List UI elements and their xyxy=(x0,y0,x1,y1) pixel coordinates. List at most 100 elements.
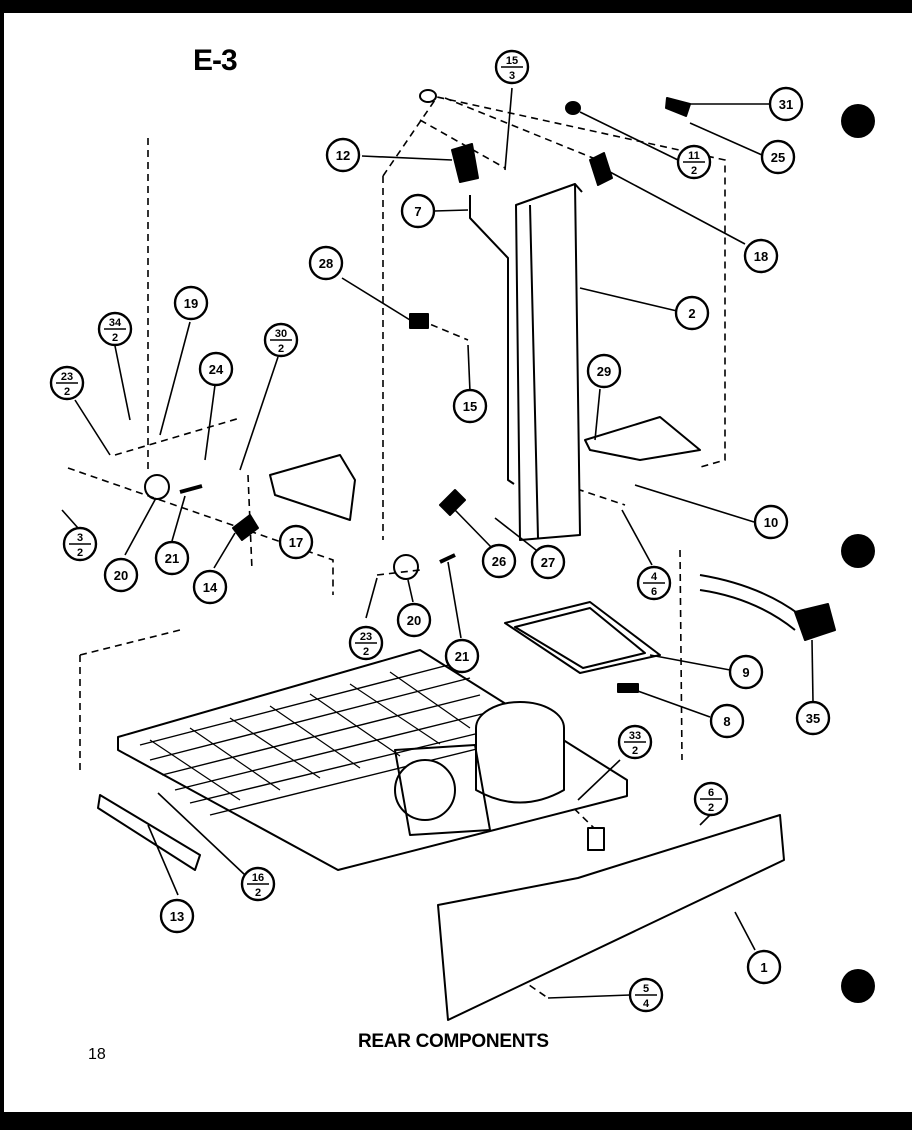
callout-part-number: 5 xyxy=(643,983,649,995)
scan-border-bottom xyxy=(0,1112,912,1130)
wheel-left-part xyxy=(144,474,170,500)
leader-34-2 xyxy=(114,345,131,421)
callout-part-number: 10 xyxy=(764,515,778,530)
leader-28 xyxy=(419,319,469,341)
callout-part-number: 33 xyxy=(629,730,641,742)
callout-part-number: 9 xyxy=(742,665,749,680)
leader-15-3-solid xyxy=(504,87,513,171)
leader-12 xyxy=(361,155,453,161)
callout-15-over-3: 153 xyxy=(494,49,530,85)
callout-part-number: 30 xyxy=(275,328,287,340)
callout-quantity: 2 xyxy=(632,745,638,757)
leader-11-2-solid xyxy=(579,111,679,161)
binder-holes xyxy=(841,104,875,1003)
callout-3-over-2: 32 xyxy=(62,526,98,562)
callout-circle xyxy=(159,898,195,934)
callout-30-over-2: 302 xyxy=(263,322,299,358)
callout-quantity: 3 xyxy=(509,70,515,82)
leader-4-6-solid xyxy=(621,509,653,566)
callout-14: 14 xyxy=(192,569,228,605)
callout-part-number: 26 xyxy=(492,554,506,569)
callout-33-over-2: 332 xyxy=(617,724,653,760)
callout-circle xyxy=(795,700,831,736)
leader-16-2 xyxy=(157,792,246,876)
leader-8 xyxy=(634,689,711,718)
callout-part-number: 34 xyxy=(109,317,122,329)
leader-21-center xyxy=(447,561,462,639)
callout-21-center: 21 xyxy=(444,638,480,674)
callout-8: 8 xyxy=(709,703,745,739)
callout-part-number: 27 xyxy=(541,555,555,570)
callout-part-number: 17 xyxy=(289,535,303,550)
callout-part-number: 28 xyxy=(319,256,333,271)
callout-circle xyxy=(674,295,710,331)
callout-35: 35 xyxy=(795,700,831,736)
callout-13: 13 xyxy=(159,898,195,934)
callout-circle xyxy=(452,388,488,424)
valve-18-part xyxy=(589,152,613,186)
callout-quantity: 2 xyxy=(112,332,118,344)
binder-hole xyxy=(841,104,875,138)
callout-4-over-6: 46 xyxy=(636,565,672,601)
callout-circle xyxy=(481,543,517,579)
callout-circle xyxy=(743,238,779,274)
leader-20-left xyxy=(124,497,157,556)
callout-quantity: 2 xyxy=(708,802,714,814)
callout-part-number: 18 xyxy=(754,249,768,264)
leader-6-2 xyxy=(699,814,711,826)
callout-circle xyxy=(400,193,436,229)
callout-quantity: 4 xyxy=(643,998,650,1010)
evaporator-cover-part xyxy=(515,183,583,541)
leader-23-center xyxy=(376,569,421,576)
leader-23-2-left xyxy=(74,399,111,456)
callout-25: 25 xyxy=(760,139,796,175)
callout-circle xyxy=(760,139,796,175)
leader-14 xyxy=(213,532,236,569)
cabinet-back-outline xyxy=(382,96,726,540)
callout-part-number: 12 xyxy=(336,148,350,163)
callout-part-number: 2 xyxy=(688,306,695,321)
bracket-8-part xyxy=(617,683,639,693)
screw-31-part xyxy=(665,97,691,117)
callout-part-number: 31 xyxy=(779,97,793,112)
leader-28-solid xyxy=(341,277,411,321)
sheet-title: E-3 xyxy=(193,44,238,77)
leader-5-4-solid xyxy=(547,994,631,999)
callout-9: 9 xyxy=(728,654,764,690)
callout-circle xyxy=(530,544,566,580)
callout-quantity: 2 xyxy=(691,165,697,177)
diagram-caption: REAR COMPONENTS xyxy=(358,1031,549,1052)
leader-18 xyxy=(609,171,746,245)
binder-hole xyxy=(841,969,875,1003)
callout-part-number: 15 xyxy=(506,55,518,67)
callout-circle xyxy=(753,504,789,540)
callout-circle xyxy=(325,137,361,173)
condenser-fan-part xyxy=(394,759,456,821)
callout-circle xyxy=(278,524,314,560)
callout-part-number: 15 xyxy=(463,399,477,414)
callout-15: 15 xyxy=(452,388,488,424)
callout-23-over-2-left: 232 xyxy=(49,365,85,401)
leader-15 xyxy=(467,344,471,393)
leader-19 xyxy=(159,321,191,436)
plug-button-part xyxy=(565,101,581,115)
callout-part-number: 13 xyxy=(170,909,184,924)
callout-circle xyxy=(173,285,209,321)
callout-part-number: 20 xyxy=(114,568,128,583)
callout-quantity: 2 xyxy=(64,386,70,398)
leader-3-2 xyxy=(61,509,79,529)
bolt-21-center-part xyxy=(439,553,456,564)
callout-2: 2 xyxy=(674,295,710,331)
callout-29: 29 xyxy=(586,353,622,389)
binder-hole xyxy=(841,534,875,568)
callout-circle xyxy=(444,638,480,674)
front-grille-panel-part xyxy=(437,814,785,1021)
leader-2 xyxy=(579,287,678,312)
toe-plate-part xyxy=(97,794,201,871)
fan-shroud-part xyxy=(394,744,491,836)
leader-29 xyxy=(594,388,601,441)
callout-31: 31 xyxy=(768,86,804,122)
bolt-21-left-part xyxy=(179,484,203,494)
callout-28: 28 xyxy=(308,245,344,281)
callout-leaders xyxy=(61,87,814,999)
